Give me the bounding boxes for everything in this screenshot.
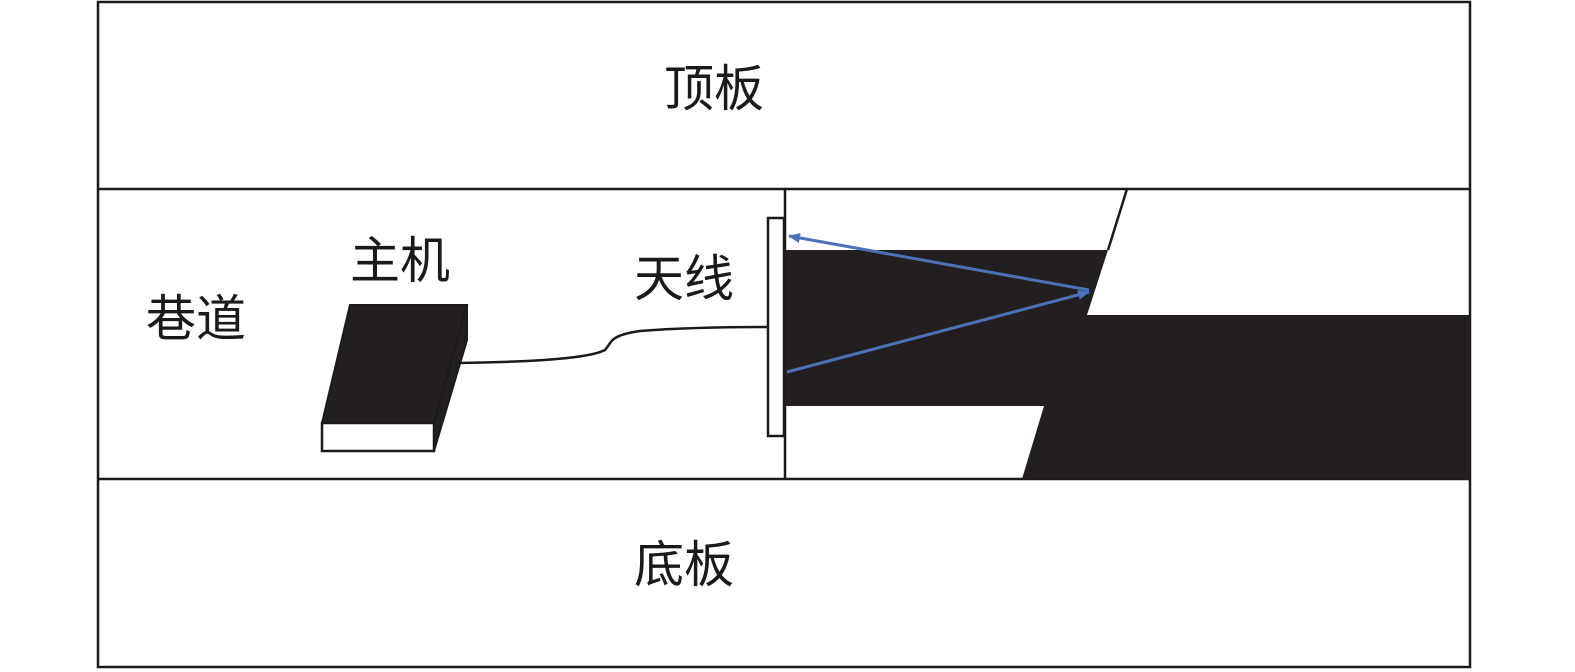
host-label: 主机 (350, 232, 450, 290)
antenna (766, 216, 786, 438)
floor-label: 底板 (634, 536, 734, 594)
roof-label: 顶板 (664, 60, 764, 118)
emitted-wave-arrow (786, 289, 1090, 374)
host-front-face (320, 421, 436, 453)
fault-plane (1106, 188, 1129, 251)
connection-cable (454, 325, 769, 365)
roadway-label: 巷道 (146, 290, 246, 348)
host-device (320, 304, 469, 453)
coal-seam-near (785, 250, 1470, 479)
antenna-label: 天线 (634, 250, 734, 308)
reflected-wave-arrow (788, 233, 1090, 292)
